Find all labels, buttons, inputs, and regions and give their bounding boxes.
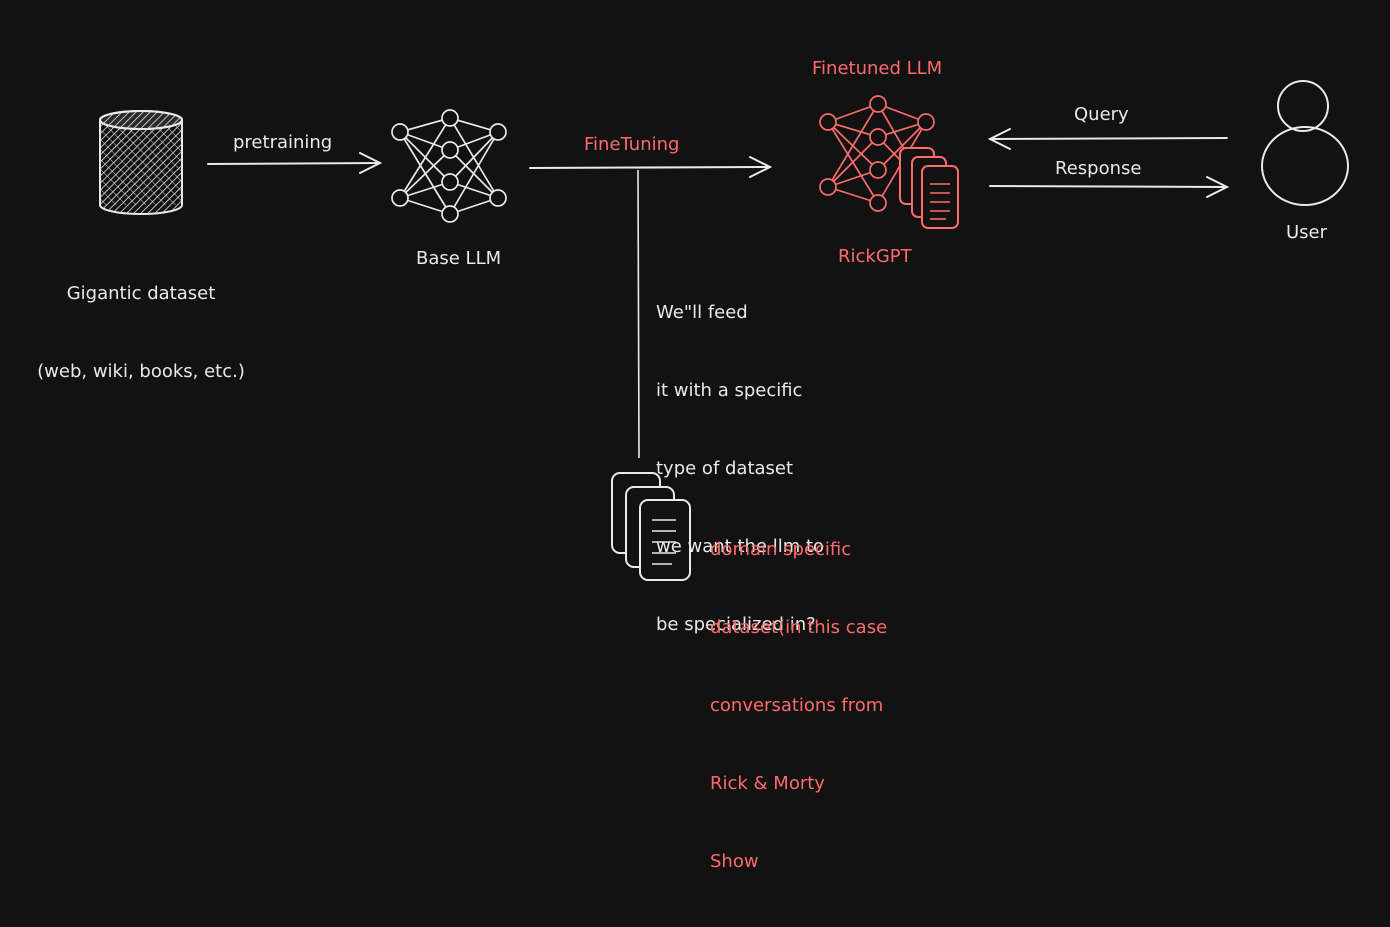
document-stack-icon — [611, 472, 691, 581]
diagram-canvas: Gigantic dataset (web, wiki, books, etc.… — [20, 58, 1349, 872]
pretraining-label: pretraining — [233, 132, 333, 153]
annotation-line: it with a specific — [656, 380, 803, 401]
dataset-connector-line — [637, 169, 640, 459]
finetuned-llm-title: Finetuned LLM — [812, 58, 943, 79]
neural-network-with-documents-icon — [819, 95, 959, 229]
pretraining-arrow — [207, 152, 383, 174]
finetuning-arrow — [529, 156, 773, 178]
response-arrow — [989, 176, 1230, 198]
finetuning-label: FineTuning — [584, 134, 680, 155]
domain-dataset-line: conversations from — [710, 695, 884, 716]
dataset-label-line: (web, wiki, books, etc.) — [37, 361, 245, 382]
domain-dataset-line: domain specific — [710, 539, 852, 560]
database-icon — [99, 110, 183, 215]
query-label: Query — [1074, 104, 1129, 125]
response-label: Response — [1055, 158, 1142, 179]
diagram-svg — [99, 80, 1349, 581]
domain-dataset-line: Rick & Morty — [710, 773, 825, 794]
annotation-line: type of dataset — [656, 458, 794, 479]
annotation-text: We"ll feed it with a specific type of da… — [656, 248, 824, 690]
neural-network-icon — [391, 109, 507, 223]
annotation-line: we want the llm to — [656, 536, 825, 557]
query-arrow — [987, 128, 1228, 150]
base-llm-label: Base LLM — [416, 248, 502, 269]
annotation-line: We"ll feed — [656, 302, 748, 323]
rickgpt-label: RickGPT — [838, 246, 912, 267]
dataset-label-line: Gigantic dataset — [66, 283, 216, 304]
user-icon — [1261, 80, 1349, 206]
domain-dataset-line: Show — [710, 851, 759, 872]
user-label: User — [1286, 222, 1328, 243]
domain-dataset-label: domain specific dataset(in this case con… — [710, 485, 887, 927]
domain-dataset-line: dataset(in this case — [710, 617, 888, 638]
dataset-label: Gigantic dataset (web, wiki, books, etc.… — [20, 229, 262, 437]
annotation-line: be specialized in? — [656, 614, 816, 635]
